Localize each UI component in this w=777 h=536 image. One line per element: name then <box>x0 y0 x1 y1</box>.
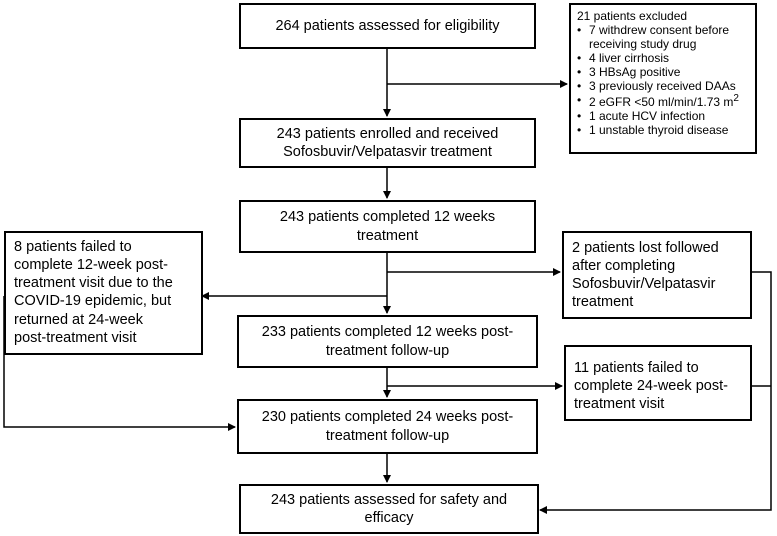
box-failed-24-week-visit: 11 patients failed to complete 24-week p… <box>564 345 752 421</box>
box-completed-12-weeks: 243 patients completed 12 weeks treatmen… <box>239 200 536 253</box>
box-enrolled-line: 243 patients enrolled and received <box>276 125 499 142</box>
excluded-item: 3 previously received DAAs <box>577 79 749 93</box>
box-followup24-line: 230 patients completed 24 weeks post- <box>261 409 514 426</box>
box-followup12-line: 233 patients completed 12 weeks post- <box>261 324 514 341</box>
box-failed12-line: 8 patients failed to <box>14 239 132 255</box>
excluded-item: 7 withdrew consent before <box>577 23 749 37</box>
box-lost-line: treatment <box>572 294 634 311</box>
excluded-title: 21 patients excluded <box>577 9 688 23</box>
box-failed12-line: COVID-19 epidemic, but <box>14 293 172 310</box>
box-completed12-line: treatment <box>356 227 419 244</box>
excluded-item: 4 liver cirrhosis <box>577 51 749 65</box>
box-lost-followed: 2 patients lost followed after completin… <box>562 231 752 319</box>
excluded-item: 1 acute HCV infection <box>577 109 749 123</box>
box-enrolled-line: Sofosbuvir/Velpatasvir treatment <box>283 144 492 160</box>
box-failed24-line: treatment visit <box>574 396 665 413</box>
excluded-item: 2 eGFR <50 ml/min/1.73 m2 <box>577 93 749 109</box>
box-safety-efficacy: 243 patients assessed for safety and eff… <box>239 484 539 534</box>
box-excluded: 21 patients excluded 7 withdrew consent … <box>569 3 757 154</box>
box-safety-line: 243 patients assessed for safety and <box>270 491 508 508</box>
superscript: 2 <box>733 93 739 105</box>
excluded-list: 7 withdrew consent before receiving stud… <box>577 23 749 137</box>
excluded-item-continued: receiving study drug <box>589 37 697 52</box>
box-lost-line: Sofosbuvir/Velpatasvir <box>572 276 716 293</box>
box-failed12-line: complete 12-week post- <box>14 257 168 274</box>
box-followup12-line: treatment follow-up <box>325 342 450 359</box>
box-lost-line: after completing <box>572 258 676 275</box>
box-assessed-eligibility: 264 patients assessed for eligibility <box>239 3 536 49</box>
box-completed12-line: 243 patients completed 12 weeks <box>279 209 496 226</box>
box-failed24-line: 11 patients failed to <box>574 360 699 376</box>
box-failed12-line: post-treatment visit <box>14 329 137 346</box>
box-lost-line: 2 patients lost followed <box>572 240 719 256</box>
box-followup-12-weeks: 233 patients completed 12 weeks post- tr… <box>237 315 538 368</box>
box-followup24-line: treatment follow-up <box>325 427 450 444</box>
excluded-item-text: 2 eGFR <50 ml/min/1.73 m <box>589 95 734 110</box>
box-failed12-line: treatment visit due to the <box>14 275 173 292</box>
box-safety-line: efficacy <box>364 510 414 526</box>
box-failed24-line: complete 24-week post- <box>574 378 728 395</box>
box-failed12-line: returned at 24-week <box>14 311 143 328</box>
box-followup-24-weeks: 230 patients completed 24 weeks post- tr… <box>237 399 538 454</box>
box-assessed-text: 264 patients assessed for eligibility <box>275 17 500 34</box>
excluded-item: 3 HBsAg positive <box>577 65 749 79</box>
excluded-item: 1 unstable thyroid disease <box>577 123 749 137</box>
box-enrolled: 243 patients enrolled and received Sofos… <box>239 118 536 168</box>
box-failed-12-week-visit: 8 patients failed to complete 12-week po… <box>4 231 203 355</box>
